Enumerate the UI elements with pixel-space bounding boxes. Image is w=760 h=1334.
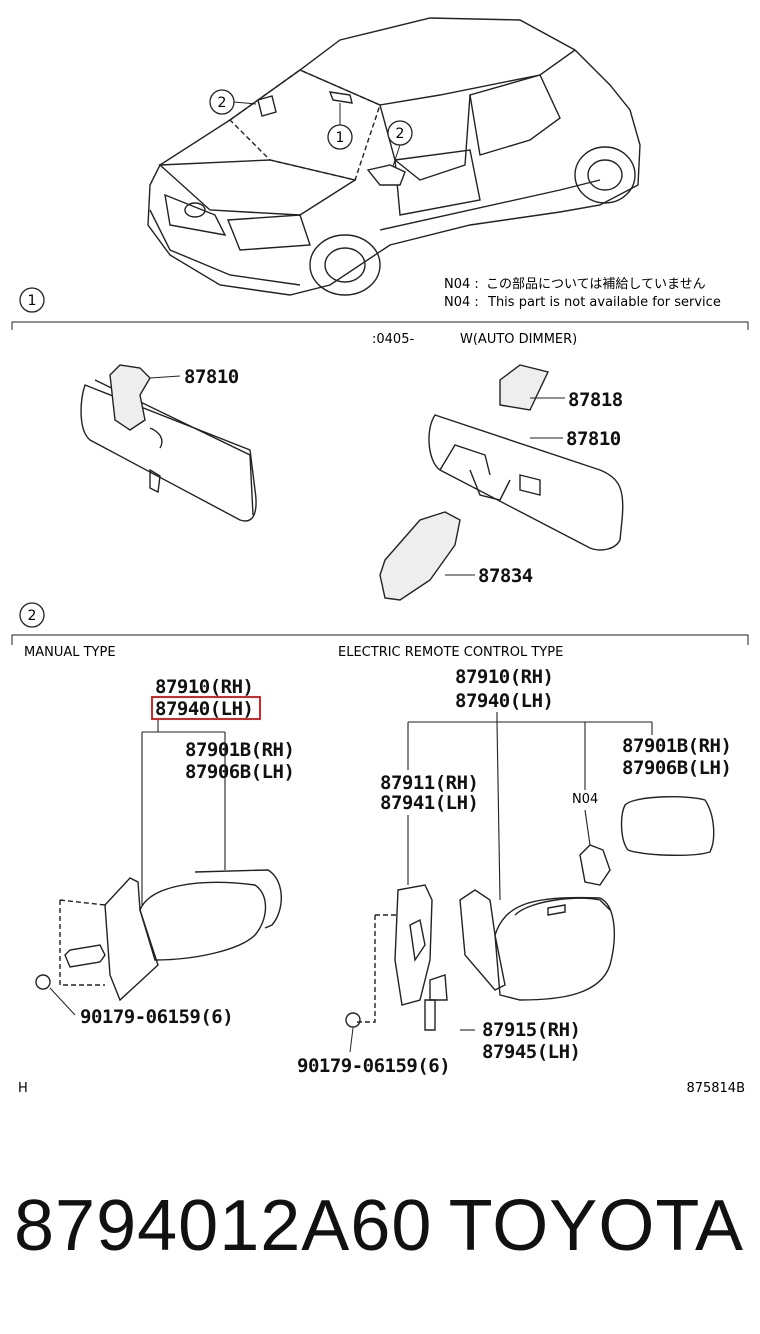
electric-type-heading: ELECTRIC REMOTE CONTROL TYPE [338, 645, 563, 660]
electric-part-87941-lh: 87941(LH) [380, 792, 478, 814]
diagram-reference-code: 875814B [686, 1081, 745, 1096]
manual-part-87940-lh: 87940(LH) [155, 698, 253, 720]
part-87810-right: 87810 [566, 428, 621, 450]
footer: 8794012A60 TOYOTA [0, 1185, 760, 1305]
electric-part-90179-06159: 90179-06159(6) [297, 1055, 450, 1077]
part-87810-left: 87810 [184, 366, 239, 388]
diagram-footer-left: H [18, 1081, 28, 1096]
parts-diagram: 2 1 2 N04 : この部品については補給していません N04 : This… [11, 17, 749, 1096]
inner-mirror-right [379, 364, 624, 601]
manual-part-87906b-lh: 87906B(LH) [185, 761, 294, 783]
section-2-number: 2 [28, 608, 37, 624]
manual-part-87910-rh: 87910(RH) [155, 676, 253, 698]
manual-part-90179-06159: 90179-06159(6) [80, 1006, 233, 1028]
section-1-header-left: :0405- [372, 332, 414, 347]
section-1-header-right: W(AUTO DIMMER) [460, 332, 577, 347]
highlight-box [151, 696, 261, 720]
n04-note-code-jp: N04 : [444, 277, 479, 292]
manual-type-heading: MANUAL TYPE [24, 645, 116, 660]
callout-1-inner-mirror: 1 [336, 130, 345, 146]
part-87834: 87834 [478, 565, 533, 587]
car-callouts: 2 1 2 [209, 89, 413, 167]
electric-mirror [345, 796, 715, 1031]
electric-part-87915-rh: 87915(RH) [482, 1019, 580, 1041]
section-2: 2 MANUAL TYPE ELECTRIC REMOTE CONTROL TY… [11, 602, 749, 1077]
n04-note-en: This part is not available for service [487, 295, 721, 310]
manual-part-87901b-rh: 87901B(RH) [185, 739, 294, 761]
inner-mirror-left [80, 364, 257, 522]
electric-n04-label: N04 [572, 792, 598, 807]
n04-note-jp: この部品については補給していません [486, 277, 706, 292]
part-87818: 87818 [568, 389, 623, 411]
brand-name: TOYOTA [448, 1186, 744, 1266]
car-illustration [147, 17, 641, 296]
n04-note-code-en: N04 : [444, 295, 479, 310]
callout-2-door-mirror: 2 [396, 126, 405, 142]
manual-mirror [35, 869, 282, 1002]
section-1-number: 1 [28, 293, 37, 309]
electric-part-87945-lh: 87945(LH) [482, 1041, 580, 1063]
callout-2-windshield: 2 [218, 95, 227, 111]
electric-part-87901b-rh: 87901B(RH) [622, 735, 731, 757]
electric-part-87911-rh: 87911(RH) [380, 772, 478, 794]
electric-part-87910-rh: 87910(RH) [455, 666, 553, 688]
electric-part-87940-lh: 87940(LH) [455, 690, 553, 712]
section-1: 1 :0405- W(AUTO DIMMER) 87810 87818 8781… [11, 287, 749, 601]
part-number: 8794012A60 [14, 1186, 433, 1266]
electric-part-87906b-lh: 87906B(LH) [622, 757, 731, 779]
